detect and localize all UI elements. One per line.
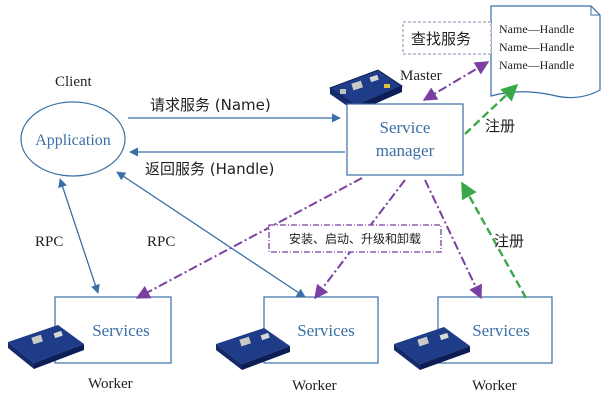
install-label-box: 安装、启动、升级和卸载 (268, 224, 442, 253)
register-worker-label: 注册 (494, 232, 524, 250)
registry-document: Name—Handle Name—Handle Name—Handle (490, 5, 601, 99)
register-worker-edge: 注册 (460, 181, 528, 299)
master-caption: Master (400, 68, 442, 84)
worker-service-label: Services (92, 321, 150, 340)
application-label: Application (35, 132, 111, 149)
rpc-left-edge: RPC (35, 178, 100, 294)
client-caption: Client (55, 74, 92, 90)
worker-caption: Worker (472, 378, 517, 394)
lookup-arrow (422, 61, 490, 101)
service-manager-label-line1: Service (380, 118, 431, 137)
worker-caption: Worker (292, 378, 337, 394)
rpc-mid-label: RPC (147, 234, 175, 250)
install-label: 安装、启动、升级和卸载 (289, 231, 421, 246)
request-label: 请求服务 (Name) (150, 96, 271, 114)
registry-entry: Name—Handle (499, 22, 574, 36)
service-manager-label-line2: manager (376, 141, 435, 160)
worker-service-label: Services (297, 321, 355, 340)
rpc-mid-edge: RPC (116, 171, 306, 298)
worker-caption: Worker (88, 376, 133, 392)
application-node: Application (20, 101, 126, 177)
rpc-left-label: RPC (35, 234, 63, 250)
worker-board-icon (394, 327, 470, 370)
registry-entry: Name—Handle (499, 40, 574, 54)
response-label: 返回服务 (Handle) (145, 160, 274, 178)
lookup-label-box: 查找服务 (402, 21, 492, 55)
request-edge: 请求服务 (Name) (128, 96, 341, 123)
worker-board-icon (216, 328, 290, 370)
registry-entry: Name—Handle (499, 58, 574, 72)
lookup-label: 查找服务 (411, 30, 471, 48)
worker-board-icon (8, 325, 84, 369)
service-manager-node: Service manager (346, 103, 464, 176)
worker-service-1: Services (54, 296, 172, 364)
response-edge: 返回服务 (Handle) (129, 147, 345, 178)
register-master-label: 注册 (485, 117, 515, 135)
register-master-edge: 注册 (464, 83, 519, 135)
worker-service-label: Services (472, 321, 530, 340)
